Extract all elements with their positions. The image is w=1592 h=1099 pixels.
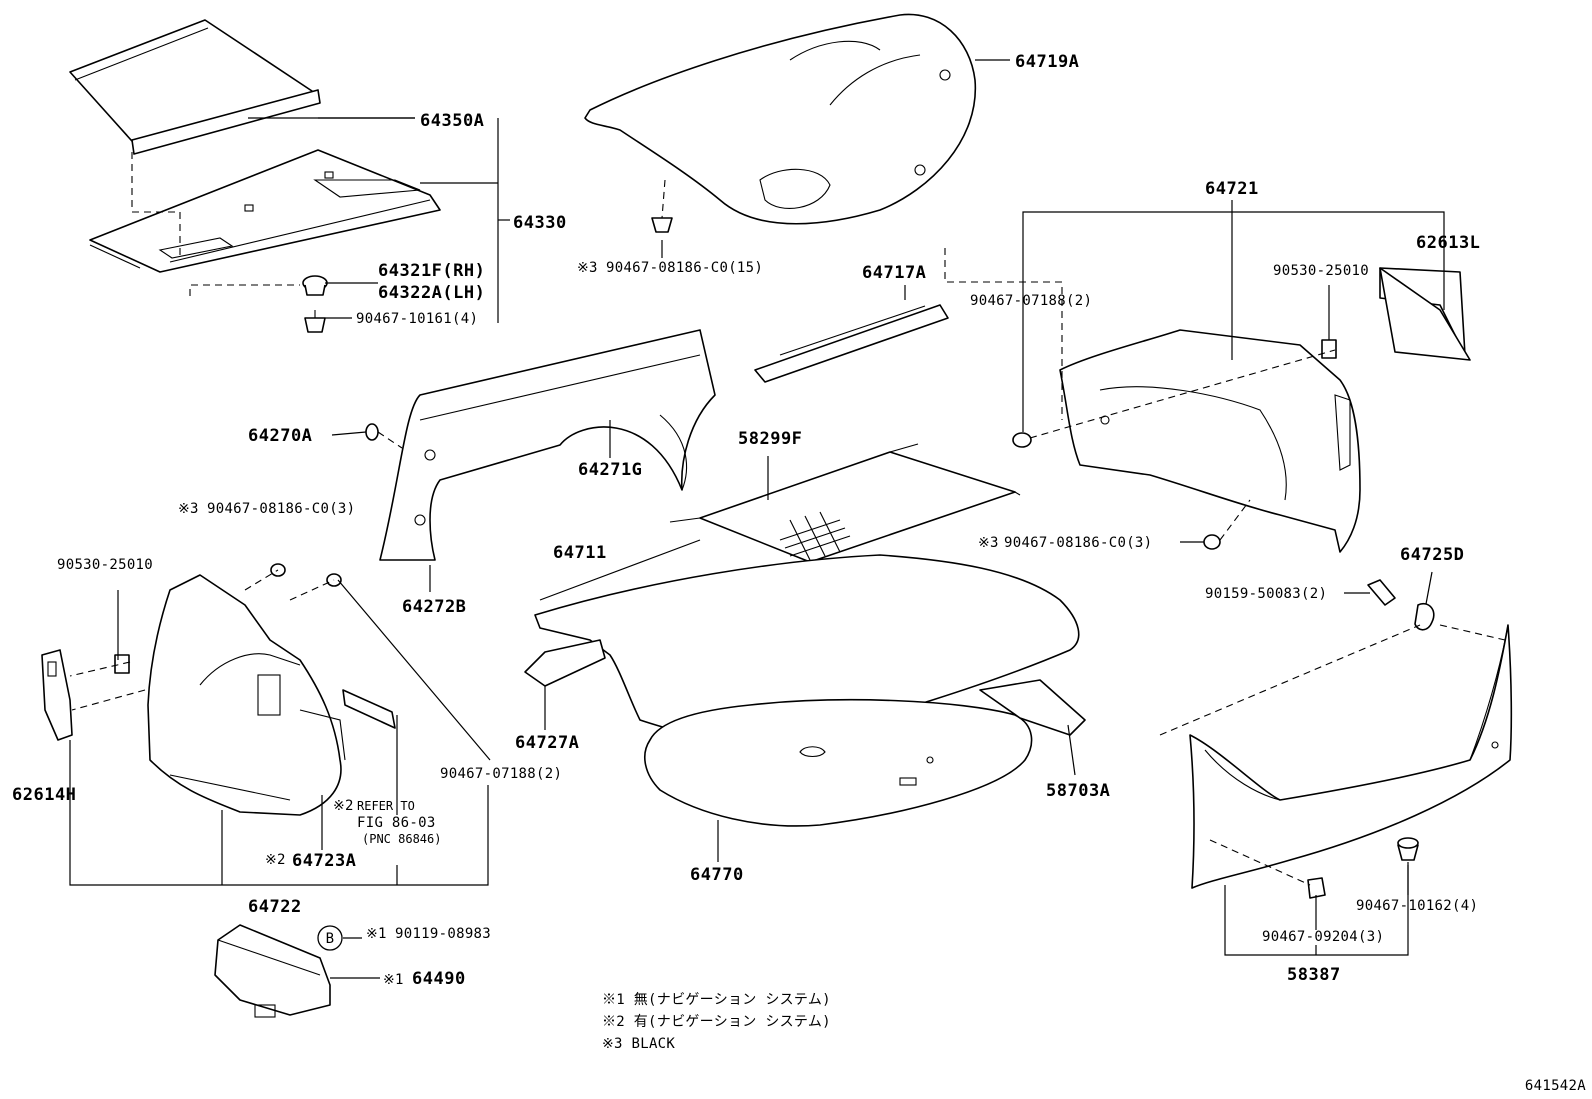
rear-push-clip-part	[1397, 837, 1419, 861]
label-64321f: 64321F(RH)	[378, 261, 485, 281]
label-64727a: 64727A	[515, 733, 579, 753]
label-90530-right: 90530-25010	[1273, 263, 1369, 279]
tray-push-clip-part	[304, 310, 326, 333]
left-trim-assy-part	[147, 574, 346, 816]
label-64271g: 64271G	[578, 460, 642, 480]
figure-code: 641542A	[1525, 1078, 1586, 1094]
right-push-clip-part	[1012, 432, 1032, 448]
label-64270a: 64270A	[248, 426, 312, 446]
part-labels: 64719A 64350A 64330 64321F(RH) 64322A(LH…	[12, 52, 1480, 989]
label-90467-08186-3-right: 90467-08186-C0(3)	[1004, 535, 1152, 551]
rear-nut-clip-part	[1307, 877, 1326, 899]
package-tray-part	[89, 149, 441, 273]
label-mark-3-right: ※3	[978, 535, 999, 551]
cargo-hook-part	[1414, 603, 1435, 631]
label-64711: 64711	[553, 543, 607, 563]
note-3: ※3 BLACK	[602, 1036, 675, 1052]
mat-corner-piece-part	[524, 639, 606, 687]
label-64719a: 64719A	[1015, 52, 1079, 72]
assembly-guide-lines	[69, 152, 1506, 886]
trunk-lid-liner-part	[584, 13, 977, 225]
trunk-trim-bar-part	[754, 304, 949, 383]
net-mesh	[779, 511, 851, 561]
label-mark-3-left: ※3	[178, 501, 199, 517]
label-64330: 64330	[513, 213, 567, 233]
label-62613l: 62613L	[1416, 233, 1480, 253]
right-trim-clip-part	[1321, 339, 1337, 359]
note-1: ※1 無(ナビゲーション システム)	[602, 992, 831, 1008]
right-trim-bracket-part	[1379, 267, 1471, 361]
label-90530-left: 90530-25010	[57, 557, 153, 573]
rear-panel-trim-part	[1189, 624, 1513, 889]
right-black-clip-part	[1203, 534, 1221, 550]
trunk-floor-mat-part	[534, 554, 1080, 751]
label-90467-10162: 90467-10162(4)	[1356, 898, 1478, 914]
tray-clip-part	[302, 275, 328, 296]
refer-line-3: (PNC 86846)	[362, 832, 441, 846]
label-58299f: 58299F	[738, 429, 802, 449]
label-mark-2-64723a: ※2	[265, 852, 286, 868]
label-mark-3-lid: ※3	[577, 260, 598, 276]
label-64725d: 64725D	[1400, 545, 1464, 565]
label-64723a: 64723A	[292, 851, 356, 871]
leader-lines	[69, 59, 1445, 979]
label-64717a: 64717A	[862, 263, 926, 283]
lid-clip-part	[651, 217, 673, 233]
luggage-net-part	[669, 443, 1021, 573]
label-64272b: 64272B	[402, 597, 466, 617]
right-side-trim-part	[1059, 329, 1361, 553]
reference-circle-b: B	[317, 925, 343, 951]
notes-legend: ※1 無(ナビゲーション システム) ※2 有(ナビゲーション システム) ※3…	[602, 992, 831, 1052]
nav-cover-strip-part	[342, 689, 396, 729]
label-58387: 58387	[1287, 965, 1341, 985]
hook-screw-part	[1367, 579, 1396, 606]
label-90467-09204: 90467-09204(3)	[1262, 929, 1384, 945]
refer-mark: ※2	[333, 798, 354, 814]
label-mark-1-90119: ※1	[366, 926, 387, 942]
label-64770: 64770	[690, 865, 744, 885]
label-64350a: 64350A	[420, 111, 484, 131]
label-90159-50083: 90159-50083(2)	[1205, 586, 1327, 602]
label-64490: 64490	[412, 969, 466, 989]
label-90119-08983: 90119-08983	[395, 926, 491, 942]
tonneau-cover-part	[69, 19, 321, 155]
label-90467-08186-3-left: 90467-08186-C0(3)	[207, 501, 355, 517]
label-64722: 64722	[248, 897, 302, 917]
trunk-floor-board-part	[644, 698, 1033, 827]
side-trim-clip-part	[365, 423, 379, 441]
label-90467-07188-left: 90467-07188(2)	[440, 766, 562, 782]
label-90467-08186-15: 90467-08186-C0(15)	[606, 260, 763, 276]
circle-b-letter: B	[326, 931, 335, 947]
left-side-trim-part	[379, 329, 716, 561]
label-mark-1-64490: ※1	[383, 972, 404, 988]
label-90467-07188-right: 90467-07188(2)	[970, 293, 1092, 309]
note-2: ※2 有(ナビゲーション システム)	[602, 1014, 831, 1030]
floor-support-piece-part	[979, 679, 1086, 736]
label-90467-10161: 90467-10161(4)	[356, 311, 478, 327]
left-black-clip-part	[270, 563, 342, 587]
storage-box-part	[214, 924, 331, 1018]
label-64322a: 64322A(LH)	[378, 283, 485, 303]
label-62614h: 62614H	[12, 785, 76, 805]
left-trim-clip-part	[114, 654, 130, 674]
left-trim-bracket-part	[41, 649, 73, 741]
refer-line-1: REFER TO	[357, 799, 415, 813]
label-64721: 64721	[1205, 179, 1259, 199]
label-58703a: 58703A	[1046, 781, 1110, 801]
refer-line-2: FIG 86-03	[357, 815, 436, 831]
